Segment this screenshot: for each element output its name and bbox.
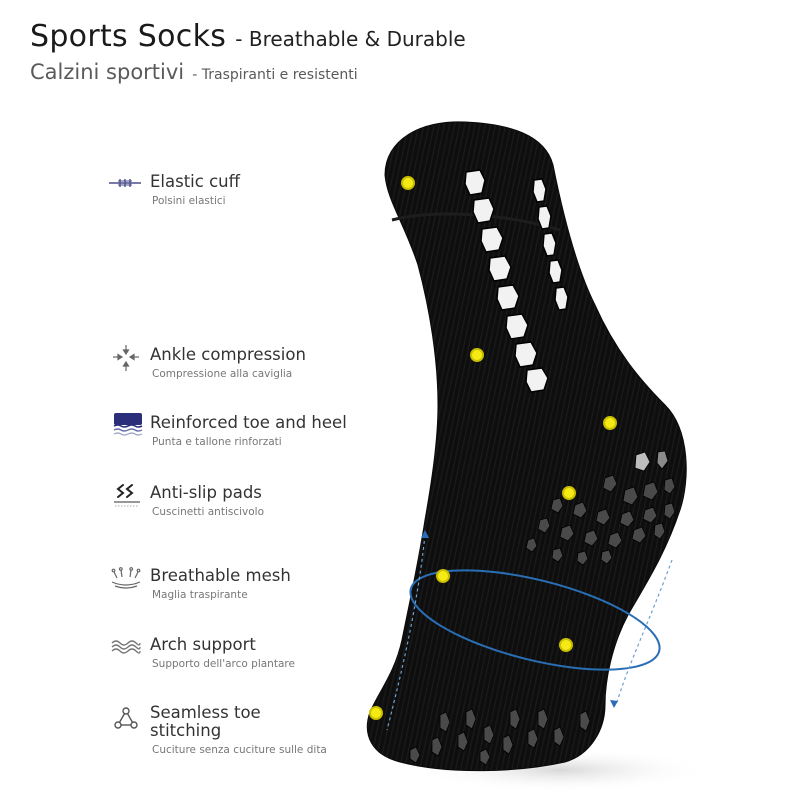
feature-label: Elastic cuff [150, 172, 240, 191]
marker-reinforced [603, 416, 617, 430]
airflow-icon [111, 567, 141, 589]
feature-sublabel: Punta e tallone rinforzati [152, 436, 282, 448]
feature-label: Anti-slip pads [150, 483, 262, 502]
page-subtitle-suffix: - Traspiranti e resistenti [192, 67, 358, 83]
callout-markers [369, 176, 617, 720]
compression-arrows-icon [113, 345, 139, 371]
page-title-suffix: - Breathable & Durable [235, 27, 466, 51]
feature-sublabel: Maglia traspirante [152, 589, 248, 601]
elastic-band-icon [109, 179, 141, 187]
feature-sublabel: Compressione alla caviglia [152, 368, 293, 380]
marker-anti-slip [562, 486, 576, 500]
sole-grip-pads [409, 708, 591, 766]
subtitle-line: Calzini sportivi - Traspiranti e resiste… [30, 62, 466, 83]
marker-elastic-cuff [401, 176, 415, 190]
callout-lines [262, 182, 610, 714]
title-line: Sports Socks - Breathable & Durable [30, 22, 466, 52]
marker-arch [559, 638, 573, 652]
waves-icon [111, 640, 141, 654]
reinforced-layer-icon [113, 413, 143, 436]
feature-label: Reinforced toe and heel [150, 413, 347, 432]
marker-seamless [369, 706, 383, 720]
heel-grip-pads [525, 450, 676, 566]
feature-sublabel: Polsini elastici [152, 195, 226, 207]
page-subtitle: Calzini sportivi [30, 60, 185, 84]
triangle-nodes-icon [114, 707, 138, 729]
page-title: Sports Socks [30, 19, 227, 54]
feature-label-line1: Seamless toe [150, 703, 261, 722]
anti-slip-icon [114, 484, 140, 507]
feature-sublabel: Cuscinetti antiscivolo [152, 506, 265, 518]
feature-label-line2: stitching [150, 721, 222, 740]
header: Sports Socks - Breathable & Durable Calz… [30, 22, 466, 83]
sock-body [366, 121, 687, 772]
feature-label: Breathable mesh [150, 566, 291, 585]
feature-sublabel: Supporto dell'arco plantare [152, 658, 295, 670]
marker-ankle-compression [470, 348, 484, 362]
leg-grip-pads [464, 169, 569, 393]
feature-label: Arch support [150, 635, 256, 654]
feature-label: Ankle compression [150, 345, 306, 364]
marker-breathable [436, 569, 450, 583]
feature-sublabel: Cuciture senza cuciture sulle dita [152, 744, 327, 756]
arch-support-diagram [386, 530, 673, 731]
cuff-band [391, 212, 561, 232]
